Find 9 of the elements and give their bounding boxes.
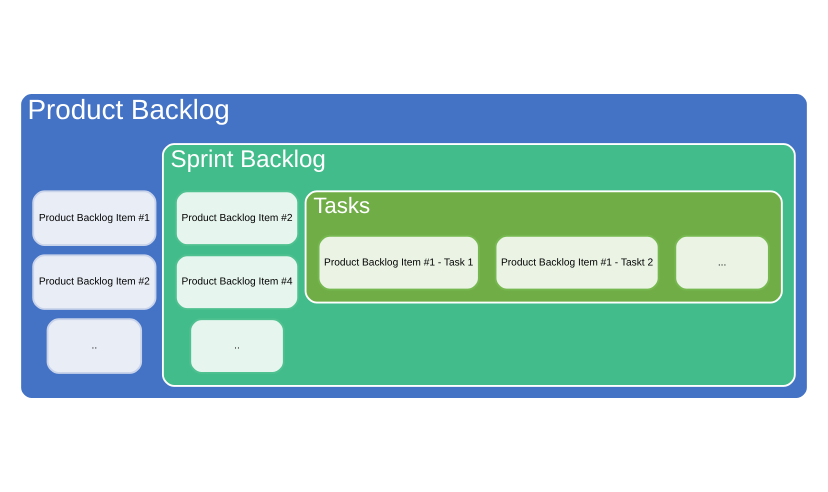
node-box: Product Backlog Item #2 bbox=[174, 190, 300, 246]
node-box: .. bbox=[46, 318, 142, 374]
node-box: Product Backlog Item #1 - Task 1 bbox=[318, 234, 480, 290]
node-box: ... bbox=[674, 234, 770, 290]
node-box: Product Backlog Item #1 bbox=[32, 190, 156, 246]
node-box: Product Backlog Item #4 bbox=[174, 254, 300, 310]
node-box: Product Backlog Item #2 bbox=[32, 254, 156, 310]
node-box: Product Backlog Item #1 - Taskt 2 bbox=[494, 234, 660, 290]
node-box: .. bbox=[189, 318, 285, 374]
